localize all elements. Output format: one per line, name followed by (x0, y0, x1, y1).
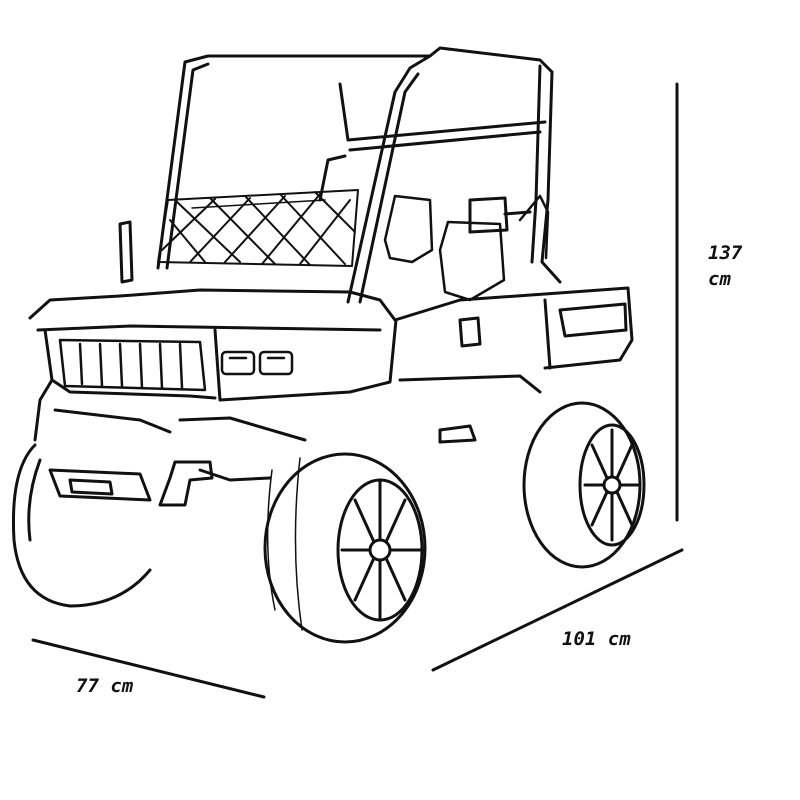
height-label: 137 cm (708, 240, 742, 292)
front-left-wheel (12, 443, 152, 608)
width-dimension-line (31, 638, 266, 699)
front-grille (58, 338, 207, 392)
vehicle-body (28, 286, 634, 482)
front-bumper (48, 460, 214, 507)
seats (383, 194, 550, 302)
width-label: 77 cm (76, 675, 134, 697)
headlights (220, 350, 294, 376)
depth-dimension-line (431, 548, 684, 672)
rear-wheel (522, 401, 646, 569)
depth-label: 101 cm (562, 628, 631, 650)
windshield-net (157, 189, 359, 267)
roll-cage (156, 46, 562, 304)
left-mirror (118, 220, 134, 284)
front-right-wheel (263, 452, 427, 644)
height-value: 137 (708, 242, 743, 264)
height-unit: cm (708, 268, 731, 290)
